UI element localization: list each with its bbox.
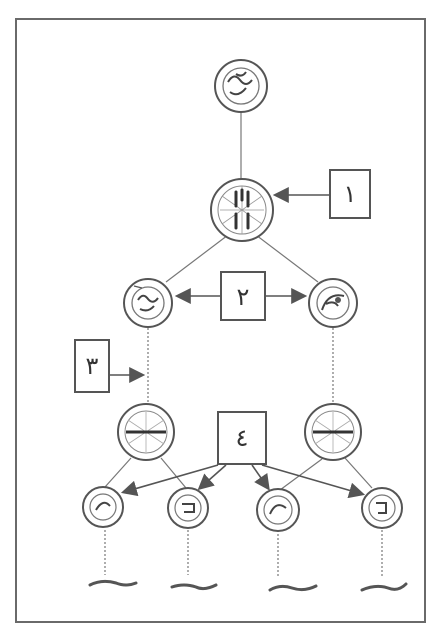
line-meta-to-right: [251, 231, 319, 283]
cell-right: [308, 278, 358, 328]
cell-gamete-1: [82, 486, 124, 528]
cell-gamete-2: [167, 487, 209, 529]
arrow-4-a: [120, 464, 219, 497]
arrow-4-d: [261, 464, 366, 499]
line-meta-to-left: [165, 231, 233, 283]
label-box-1: ١: [329, 169, 371, 219]
label-box-3: ٣: [74, 339, 110, 393]
line-ll-to-d1: [104, 457, 132, 488]
line-lr-to-d3: [279, 458, 323, 491]
cell-left: [123, 278, 173, 328]
sperm-2: [170, 583, 218, 591]
cell-lower-left: [117, 403, 175, 461]
connector-lines: [104, 112, 383, 578]
arrow-4-b: [197, 464, 227, 491]
sperm-4: [360, 582, 408, 592]
sperm-1: [88, 579, 138, 587]
outer-frame: [15, 18, 426, 623]
label-box-4: ٤: [217, 411, 267, 465]
cell-metaphase: [210, 178, 274, 242]
arrow-4-c: [251, 464, 270, 491]
cell-gamete-4: [361, 487, 403, 529]
cell-gamete-3: [256, 488, 300, 532]
cell-top: [214, 59, 268, 113]
label-arrows: [108, 187, 366, 499]
sperm-3: [268, 584, 318, 592]
label-4-text: ٤: [236, 424, 249, 452]
line-ll-to-d2: [160, 457, 187, 489]
cell-lower-right: [304, 403, 362, 461]
label-3-text: ٣: [86, 352, 99, 380]
label-1-text: ١: [344, 180, 357, 208]
label-box-2: ٢: [220, 271, 266, 321]
sperm-cells: [88, 579, 408, 592]
line-lr-to-d4: [344, 457, 373, 489]
label-2-text: ٢: [237, 283, 250, 311]
